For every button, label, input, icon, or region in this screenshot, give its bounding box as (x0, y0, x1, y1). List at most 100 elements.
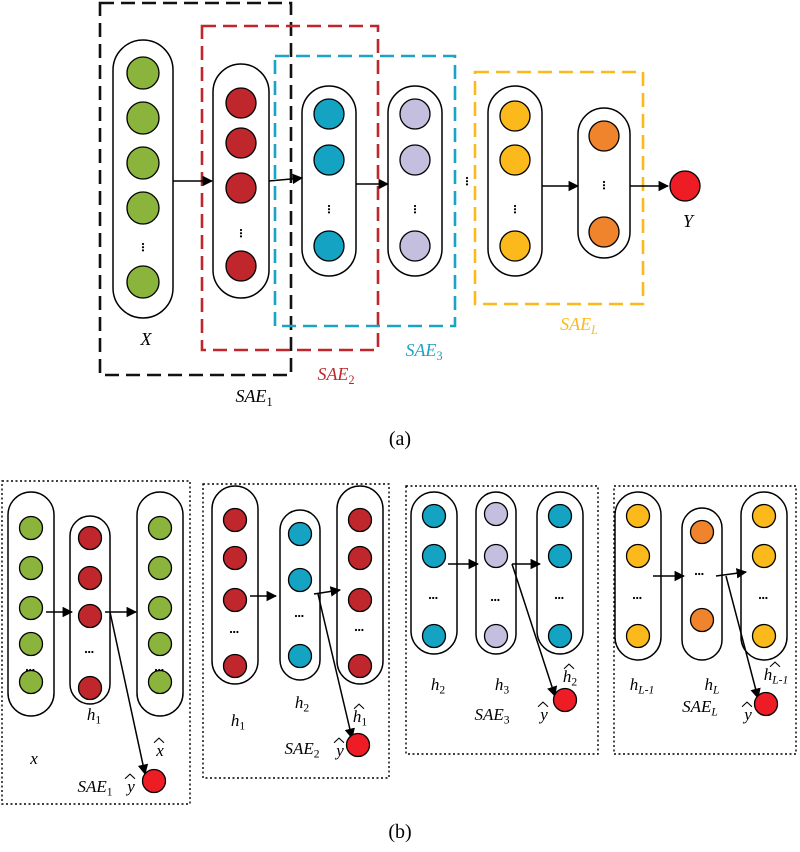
output-node (347, 587, 373, 613)
output-node (147, 515, 173, 541)
input-node (18, 555, 44, 581)
output-ellipsis (765, 596, 768, 600)
hidden2-ellipsis (327, 204, 331, 208)
output-layer (336, 485, 384, 685)
output-ellipsis (354, 628, 358, 632)
sae1-label: SAE1 (235, 386, 272, 409)
prediction-node (552, 687, 578, 713)
input-node (18, 515, 44, 541)
input-node (18, 631, 44, 657)
input-ellipsis (432, 596, 435, 600)
prediction-node (345, 732, 371, 758)
hidden-layer-l-1 (487, 85, 543, 277)
reconstruction-label-hat (769, 661, 781, 668)
sae-label: SAEL (682, 697, 718, 719)
hidden1-node (225, 250, 257, 282)
sae-block-dotted-box (405, 485, 599, 755)
input-label: h1 (231, 711, 246, 733)
hidden3-node (399, 144, 431, 176)
yellowlayer-ellipsis (513, 211, 517, 214)
prediction-arrow (725, 575, 761, 700)
output-node (347, 653, 373, 679)
input-ellipsis (25, 668, 29, 672)
prediction-label-hat (741, 701, 753, 708)
input-node (222, 545, 248, 571)
output-ellipsis (161, 668, 164, 672)
input-node (126, 146, 160, 180)
output-ellipsis (758, 596, 762, 600)
hidden-node (77, 603, 103, 629)
output-ellipsis (762, 596, 765, 600)
hidden1-ellipsis (239, 235, 243, 238)
output-node (347, 545, 373, 571)
hidden-label: h1 (87, 705, 102, 727)
output-ellipsis (361, 628, 364, 632)
prediction-label: y (742, 705, 752, 724)
input-ellipsis (32, 668, 35, 672)
output-ellipsis (358, 628, 361, 632)
reconstruction-label-hat (563, 663, 575, 670)
hidden-ellipsis (294, 614, 298, 618)
saeL-dashed-box (473, 70, 645, 306)
output-node (147, 555, 173, 581)
output-ellipsis (561, 596, 564, 600)
output-node (751, 543, 777, 569)
saeL-label: SAEL (560, 314, 598, 337)
hidden-node (689, 519, 715, 545)
input-node (421, 623, 447, 649)
input-node (222, 653, 248, 679)
hidden-ellipsis (497, 598, 500, 602)
input-node (625, 503, 651, 529)
prediction-label: y (125, 777, 135, 796)
hidden-layer (279, 509, 321, 681)
output-ellipsis (154, 668, 158, 672)
hidden-ellipsis (494, 598, 497, 602)
decode-arrow (715, 568, 748, 579)
prediction-node (753, 691, 779, 717)
hidden-node (77, 525, 103, 551)
layers-ellipsis (465, 180, 469, 183)
arrow-h1-h2 (268, 173, 304, 185)
orangelayer-ellipsis (602, 187, 606, 190)
output-node (547, 623, 573, 649)
hidden3-ellipsis (413, 211, 417, 214)
prediction-arrow (317, 593, 355, 740)
sae2-label: SAE2 (317, 364, 354, 387)
layers-ellipsis (465, 183, 469, 186)
prediction-node (141, 768, 167, 794)
hidden-node (77, 675, 103, 701)
yellowlayer-ellipsis (513, 204, 517, 208)
sae-block-dotted-box (202, 483, 390, 779)
hidden-label: hL (705, 675, 720, 697)
orangelayer-node (588, 120, 620, 152)
reconstruction-label-hat (353, 703, 365, 710)
input-node (126, 56, 160, 90)
hidden-ellipsis (298, 614, 301, 618)
sae-label: SAE1 (77, 777, 112, 799)
input-node (126, 191, 160, 225)
hidden3-ellipsis (413, 204, 417, 208)
prediction-label: y (334, 741, 344, 760)
hidden-node (689, 607, 715, 633)
hidden-ellipsis (701, 572, 704, 576)
input-node (18, 669, 44, 695)
hidden2-node (313, 230, 345, 262)
input-node (222, 507, 248, 533)
orangelayer-ellipsis (602, 180, 606, 184)
hidden3-ellipsis (413, 208, 417, 211)
hidden1-ellipsis (239, 228, 243, 232)
input-node (625, 623, 651, 649)
yellowlayer-ellipsis (513, 208, 517, 211)
input-ellipsis (141, 246, 145, 249)
input-ellipsis (236, 630, 239, 634)
output-node (347, 507, 373, 533)
output-ellipsis (558, 596, 561, 600)
prediction-label-hat (124, 773, 136, 780)
output-ellipsis (554, 596, 558, 600)
input-ellipsis (428, 596, 432, 600)
